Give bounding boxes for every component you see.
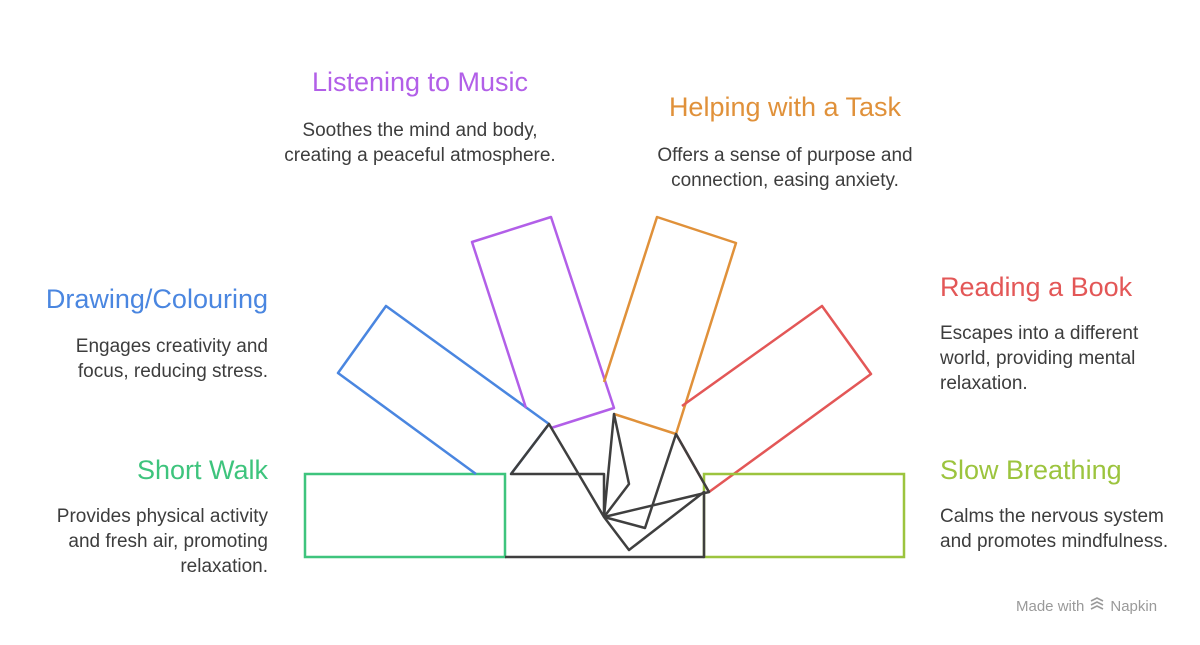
- listening-to-music-title: Listening to Music: [311, 67, 529, 97]
- slow-breathing-title: Slow Breathing: [940, 455, 1122, 485]
- short-walk-blade: [303, 472, 507, 559]
- helping-with-a-task-description: Offers a sense of purpose and connection…: [657, 145, 913, 191]
- short-walk-title: Short Walk: [136, 455, 268, 485]
- listening-to-music-description: Soothes the mind and body, creating a pe…: [284, 120, 556, 166]
- drawing-colouring-blade: [336, 304, 551, 476]
- drawing-colouring-title: Drawing/Colouring: [45, 284, 268, 314]
- listening-to-music-blade: [470, 215, 616, 430]
- helping-with-a-task-title: Helping with a Task: [668, 92, 902, 122]
- watermark-prefix: Made with: [1016, 597, 1085, 615]
- reading-a-book-blade: [674, 304, 873, 494]
- made-with-napkin-watermark[interactable]: Made with Napkin: [1016, 597, 1157, 615]
- reading-a-book-title: Reading a Book: [940, 272, 1133, 302]
- napkin-logo-icon: [1090, 597, 1104, 615]
- reading-a-book-description: Escapes into a different world, providin…: [940, 323, 1139, 394]
- diagram-hub: [505, 412, 711, 559]
- drawing-colouring-description: Engages creativity and focus, reducing s…: [75, 336, 268, 382]
- short-walk-description: Provides physical activity and fresh air…: [56, 506, 268, 577]
- watermark-brand: Napkin: [1110, 597, 1158, 615]
- slow-breathing-description: Calms the nervous system and promotes mi…: [940, 506, 1169, 552]
- helping-with-a-task-blade: [602, 215, 738, 436]
- slow-breathing-blade: [702, 472, 906, 559]
